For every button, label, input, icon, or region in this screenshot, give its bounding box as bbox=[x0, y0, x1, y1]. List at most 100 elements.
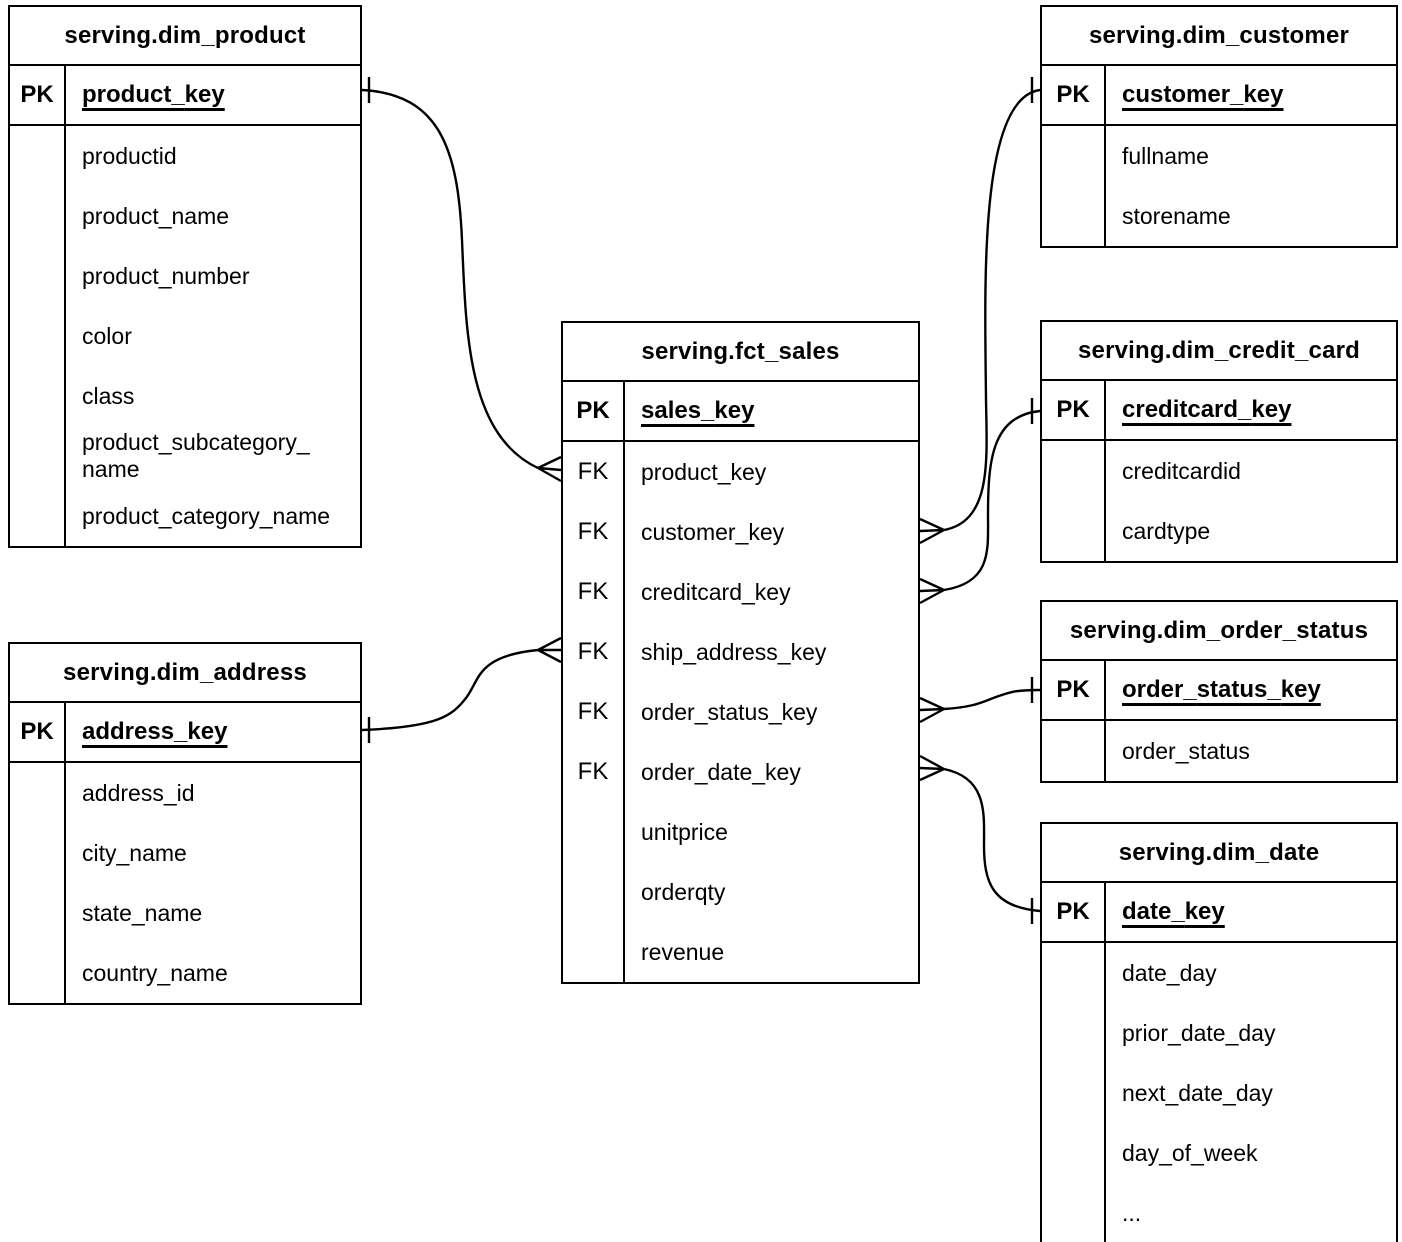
field-row: color bbox=[10, 306, 360, 366]
primary-key-cell: date_key bbox=[1106, 883, 1396, 941]
primary-key-cell: creditcard_key bbox=[1106, 381, 1396, 439]
primary-key-name: order_status_key bbox=[1122, 676, 1321, 703]
key-label-empty bbox=[10, 943, 66, 1003]
primary-key-name: product_key bbox=[82, 81, 225, 108]
relationship-customer_key-to-dim_customer bbox=[919, 77, 1041, 545]
field-row: class bbox=[10, 366, 360, 426]
primary-key-cell: customer_key bbox=[1106, 66, 1396, 124]
field-name: product_name bbox=[82, 202, 230, 229]
field-name: city_name bbox=[82, 839, 187, 866]
field-name: customer_key bbox=[641, 518, 785, 545]
key-label-empty bbox=[10, 186, 66, 246]
entity-title: serving.dim_date bbox=[1042, 824, 1396, 883]
field-name: cardtype bbox=[1122, 517, 1211, 544]
primary-key-name: customer_key bbox=[1122, 81, 1284, 108]
fk-label: FK bbox=[563, 742, 625, 802]
relationship-line bbox=[361, 648, 539, 732]
field-row: city_name bbox=[10, 823, 360, 883]
entity-title: serving.fct_sales bbox=[563, 323, 918, 382]
key-label-empty bbox=[10, 486, 66, 546]
crow-foot-many-icon bbox=[919, 696, 945, 724]
field-row: ... bbox=[1042, 1183, 1396, 1242]
field-row: country_name bbox=[10, 943, 360, 1003]
key-label-empty bbox=[1042, 721, 1106, 781]
field-row: unitprice bbox=[563, 802, 918, 862]
crow-foot-many-icon bbox=[919, 517, 945, 545]
field-name: creditcardid bbox=[1122, 457, 1241, 484]
field-row: address_id bbox=[10, 763, 360, 823]
field-row: date_day bbox=[1042, 943, 1396, 1003]
key-label-empty bbox=[1042, 126, 1106, 186]
crow-foot-many-icon bbox=[537, 636, 562, 664]
pk-label: PK bbox=[1042, 883, 1106, 941]
field-row: product_category_name bbox=[10, 486, 360, 546]
field-name: order_status_key bbox=[641, 698, 818, 725]
key-label-empty bbox=[1042, 943, 1106, 1003]
relationship-order_date_key-to-dim_date bbox=[919, 754, 1041, 924]
relationship-creditcard_key-to-dim_credit_card bbox=[919, 398, 1041, 605]
field-row: next_date_day bbox=[1042, 1063, 1396, 1123]
field-row: product_name bbox=[10, 186, 360, 246]
field-row: productid bbox=[10, 126, 360, 186]
key-label-empty bbox=[1042, 1183, 1106, 1242]
crow-foot-many-icon bbox=[919, 754, 945, 782]
entity-title: serving.dim_credit_card bbox=[1042, 322, 1396, 381]
field-name: ship_address_key bbox=[641, 638, 827, 665]
fk-label: FK bbox=[563, 622, 625, 682]
crow-foot-many-icon bbox=[537, 455, 562, 483]
primary-key-name: address_key bbox=[82, 718, 228, 745]
relationship-ship_address_key-to-dim_address bbox=[361, 636, 562, 743]
field-name: product_category_name bbox=[82, 502, 331, 529]
field-row: FK product_key bbox=[563, 442, 918, 502]
relationship-order_status_key-to-dim_order_status bbox=[919, 677, 1041, 724]
key-label-empty bbox=[10, 306, 66, 366]
key-label-empty bbox=[10, 126, 66, 186]
field-name: date_day bbox=[1122, 959, 1217, 986]
field-name: storename bbox=[1122, 202, 1231, 229]
field-name: productid bbox=[82, 142, 177, 169]
field-name: prior_date_day bbox=[1122, 1019, 1276, 1046]
key-label-empty bbox=[10, 246, 66, 306]
field-name: order_date_key bbox=[641, 758, 801, 785]
field-name: product_subcategory_name bbox=[82, 429, 310, 482]
field-name: day_of_week bbox=[1122, 1139, 1258, 1166]
field-name: orderqty bbox=[641, 878, 726, 905]
primary-key-cell: product_key bbox=[66, 66, 360, 124]
field-row: creditcardid bbox=[1042, 441, 1396, 501]
entity-title: serving.dim_address bbox=[10, 644, 360, 703]
field-row: order_status bbox=[1042, 721, 1396, 781]
field-name: color bbox=[82, 322, 132, 349]
field-row: state_name bbox=[10, 883, 360, 943]
pk-label: PK bbox=[10, 66, 66, 124]
field-name: unitprice bbox=[641, 818, 728, 845]
field-name: product_key bbox=[641, 458, 767, 485]
field-row: orderqty bbox=[563, 862, 918, 922]
key-label-empty bbox=[10, 763, 66, 823]
field-row: prior_date_day bbox=[1042, 1003, 1396, 1063]
fk-label: FK bbox=[563, 442, 625, 502]
key-label-empty bbox=[1042, 186, 1106, 246]
field-row: day_of_week bbox=[1042, 1123, 1396, 1183]
entity-field-list: order_status bbox=[1042, 721, 1396, 781]
primary-key-name: creditcard_key bbox=[1122, 396, 1292, 423]
key-label-empty bbox=[10, 883, 66, 943]
key-label-empty bbox=[563, 922, 625, 982]
field-row: product_number bbox=[10, 246, 360, 306]
field-row: cardtype bbox=[1042, 501, 1396, 561]
field-row: FK ship_address_key bbox=[563, 622, 918, 682]
